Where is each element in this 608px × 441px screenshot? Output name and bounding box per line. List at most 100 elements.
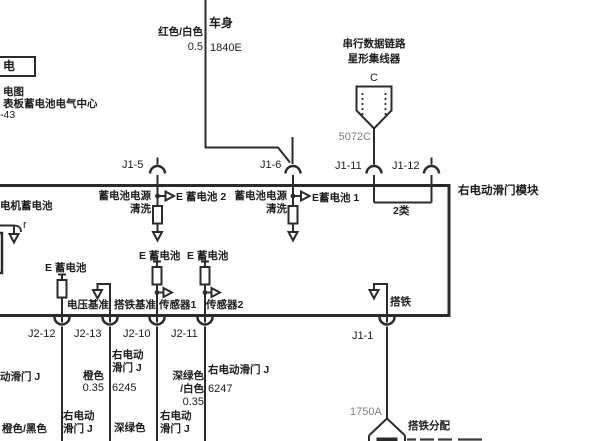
w2-gauge-label: 0.35	[82, 382, 104, 394]
w4-color-line2: /白色	[180, 383, 204, 395]
w4-color-line1: 深绿色	[172, 370, 205, 382]
wash-label-2: 清洗	[266, 202, 287, 215]
junction-dot-icon	[155, 193, 160, 199]
pin-arc-icon-j2-12	[53, 315, 71, 441]
resistor-symbol	[287, 205, 299, 225]
ground-distribution-label: 搭铁分配	[408, 420, 450, 432]
resistor-symbol	[56, 279, 68, 299]
internal-battery-pin-label: r	[23, 219, 27, 231]
down-arrow-icon	[151, 231, 164, 243]
w4-destination-label: 右电动滑门 J	[208, 364, 270, 376]
class2-label: 2类	[393, 205, 410, 217]
battery-feed-wire-1	[151, 175, 177, 243]
e-batt-label-c: E 蓄电池	[187, 250, 229, 262]
junction-dot-icon	[154, 290, 160, 295]
internal-ground-wire	[367, 283, 388, 315]
pin-label-j2-13: J2-13	[74, 328, 102, 340]
pin-label-j1-12: J1-12	[392, 160, 420, 172]
e-batt-1-label: E蓄电池 1	[312, 191, 360, 204]
pin-arc-icon-j1-1	[378, 315, 396, 418]
w2-destination-line1: 右电动	[112, 349, 144, 361]
e-batt-label-a: E 蓄电池	[45, 261, 87, 274]
sensor2-wire	[199, 260, 223, 315]
pin-arc-icon-j2-11	[196, 315, 214, 441]
batt-power-label-1: 蓄电池电源	[98, 189, 152, 202]
pin-label-j2-10: J2-10	[123, 328, 151, 340]
splice-icon	[368, 417, 406, 441]
wire-color-label: 红色/白色	[158, 26, 203, 38]
e-batt-label-b: E 蓄电池	[139, 250, 181, 262]
pin-arc-icon-j2-13	[101, 315, 119, 441]
w2-color-label: 橙色	[83, 370, 104, 382]
pin-label-j1-11: J1-11	[335, 160, 362, 172]
reference-box-label: 电	[3, 59, 16, 73]
body-wire	[204, 0, 294, 164]
reference-note-line1: 电图	[3, 86, 24, 98]
pin-arc-icon-j1-12	[422, 157, 441, 174]
down-arrow-icon	[7, 233, 21, 245]
circuit-number: 1840E	[210, 42, 242, 54]
wash-label-1: 清洗	[130, 202, 151, 215]
connector-number: 5072C	[338, 131, 371, 143]
reference-box	[0, 56, 36, 77]
ground-label: 搭铁	[390, 296, 411, 308]
pin-arc-icon-j1-6	[284, 164, 302, 174]
pin-arc-icon-j1-5	[148, 157, 167, 174]
star-hub-connector-icon	[355, 85, 393, 165]
pin-label-j1-1: J1-1	[352, 330, 374, 342]
star-hub-title-line2: 星形集线器	[347, 52, 401, 65]
w2-destination-line2: 滑门 J	[112, 362, 142, 374]
internal-battery-component	[0, 224, 22, 275]
battery-feed-wire-2	[286, 175, 312, 243]
sensor2-label: 传感器2	[206, 299, 244, 311]
w1-destination-partial: 动滑门 J	[0, 371, 41, 383]
resistor-symbol	[151, 266, 163, 286]
w1-destination-line2: 滑门 J	[63, 423, 93, 435]
w2-circuit-number: 6245	[112, 382, 137, 394]
down-arrow-icon	[286, 231, 300, 243]
pin-label-j2-11: J2-11	[171, 328, 198, 340]
ground-ref-label: 搭铁基准	[114, 299, 156, 311]
class2-loop	[373, 175, 433, 204]
wire-gauge-label: 0.5	[187, 41, 203, 53]
pin-arc-icon-j1-11	[365, 164, 383, 174]
ground-ref-wire	[91, 283, 111, 315]
right-arrow-icon	[300, 189, 312, 203]
pin-arc-icon-j2-10	[148, 315, 166, 441]
module-name: 右电动滑门模块	[458, 185, 539, 197]
star-hub-letter: C	[370, 72, 378, 84]
right-arrow-icon	[162, 286, 175, 299]
w1-color-label: 橙色/黑色	[2, 423, 47, 435]
reference-note-line3: -43	[0, 109, 16, 121]
reference-note-line2: 表板蓄电池电气中心	[3, 97, 98, 110]
ground-circuit-number: 1750A	[350, 406, 382, 418]
sensor1-label: 传感器1	[159, 299, 197, 311]
resistor-symbol	[199, 266, 211, 286]
w3-color-label: 深绿色	[114, 422, 146, 434]
internal-battery-label: 电机蓄电池	[0, 199, 53, 212]
volt-ref-label: 电压基准	[67, 299, 109, 311]
pin-label-j1-5: J1-5	[122, 159, 144, 171]
wire-destination-label: 车身	[209, 16, 234, 30]
w1-destination-line1: 右电动	[63, 410, 95, 422]
volt-ref-wire	[56, 273, 68, 315]
module-outline	[0, 184, 451, 317]
w4-gauge-label: 0.35	[182, 396, 204, 408]
w3-destination-line1: 右电动	[160, 410, 192, 422]
down-arrow-icon	[367, 289, 381, 301]
batt-power-label-2: 蓄电池电源	[234, 189, 288, 202]
pin-label-j1-6: J1-6	[260, 159, 282, 171]
e-batt-2-label: E 蓄电池 2	[176, 191, 227, 203]
right-arrow-icon	[210, 286, 223, 299]
pin-label-j2-12: J2-12	[28, 328, 56, 340]
down-arrow-icon	[91, 289, 104, 301]
w4-circuit-number: 6247	[208, 383, 233, 395]
resistor-symbol	[152, 205, 163, 225]
junction-dot-icon	[202, 290, 208, 295]
star-hub-title-line1: 串行数据链路	[342, 38, 406, 50]
w3-destination-line2: 滑门 J	[160, 423, 190, 435]
sensor1-wire	[151, 260, 175, 315]
junction-dot-icon	[290, 193, 296, 199]
